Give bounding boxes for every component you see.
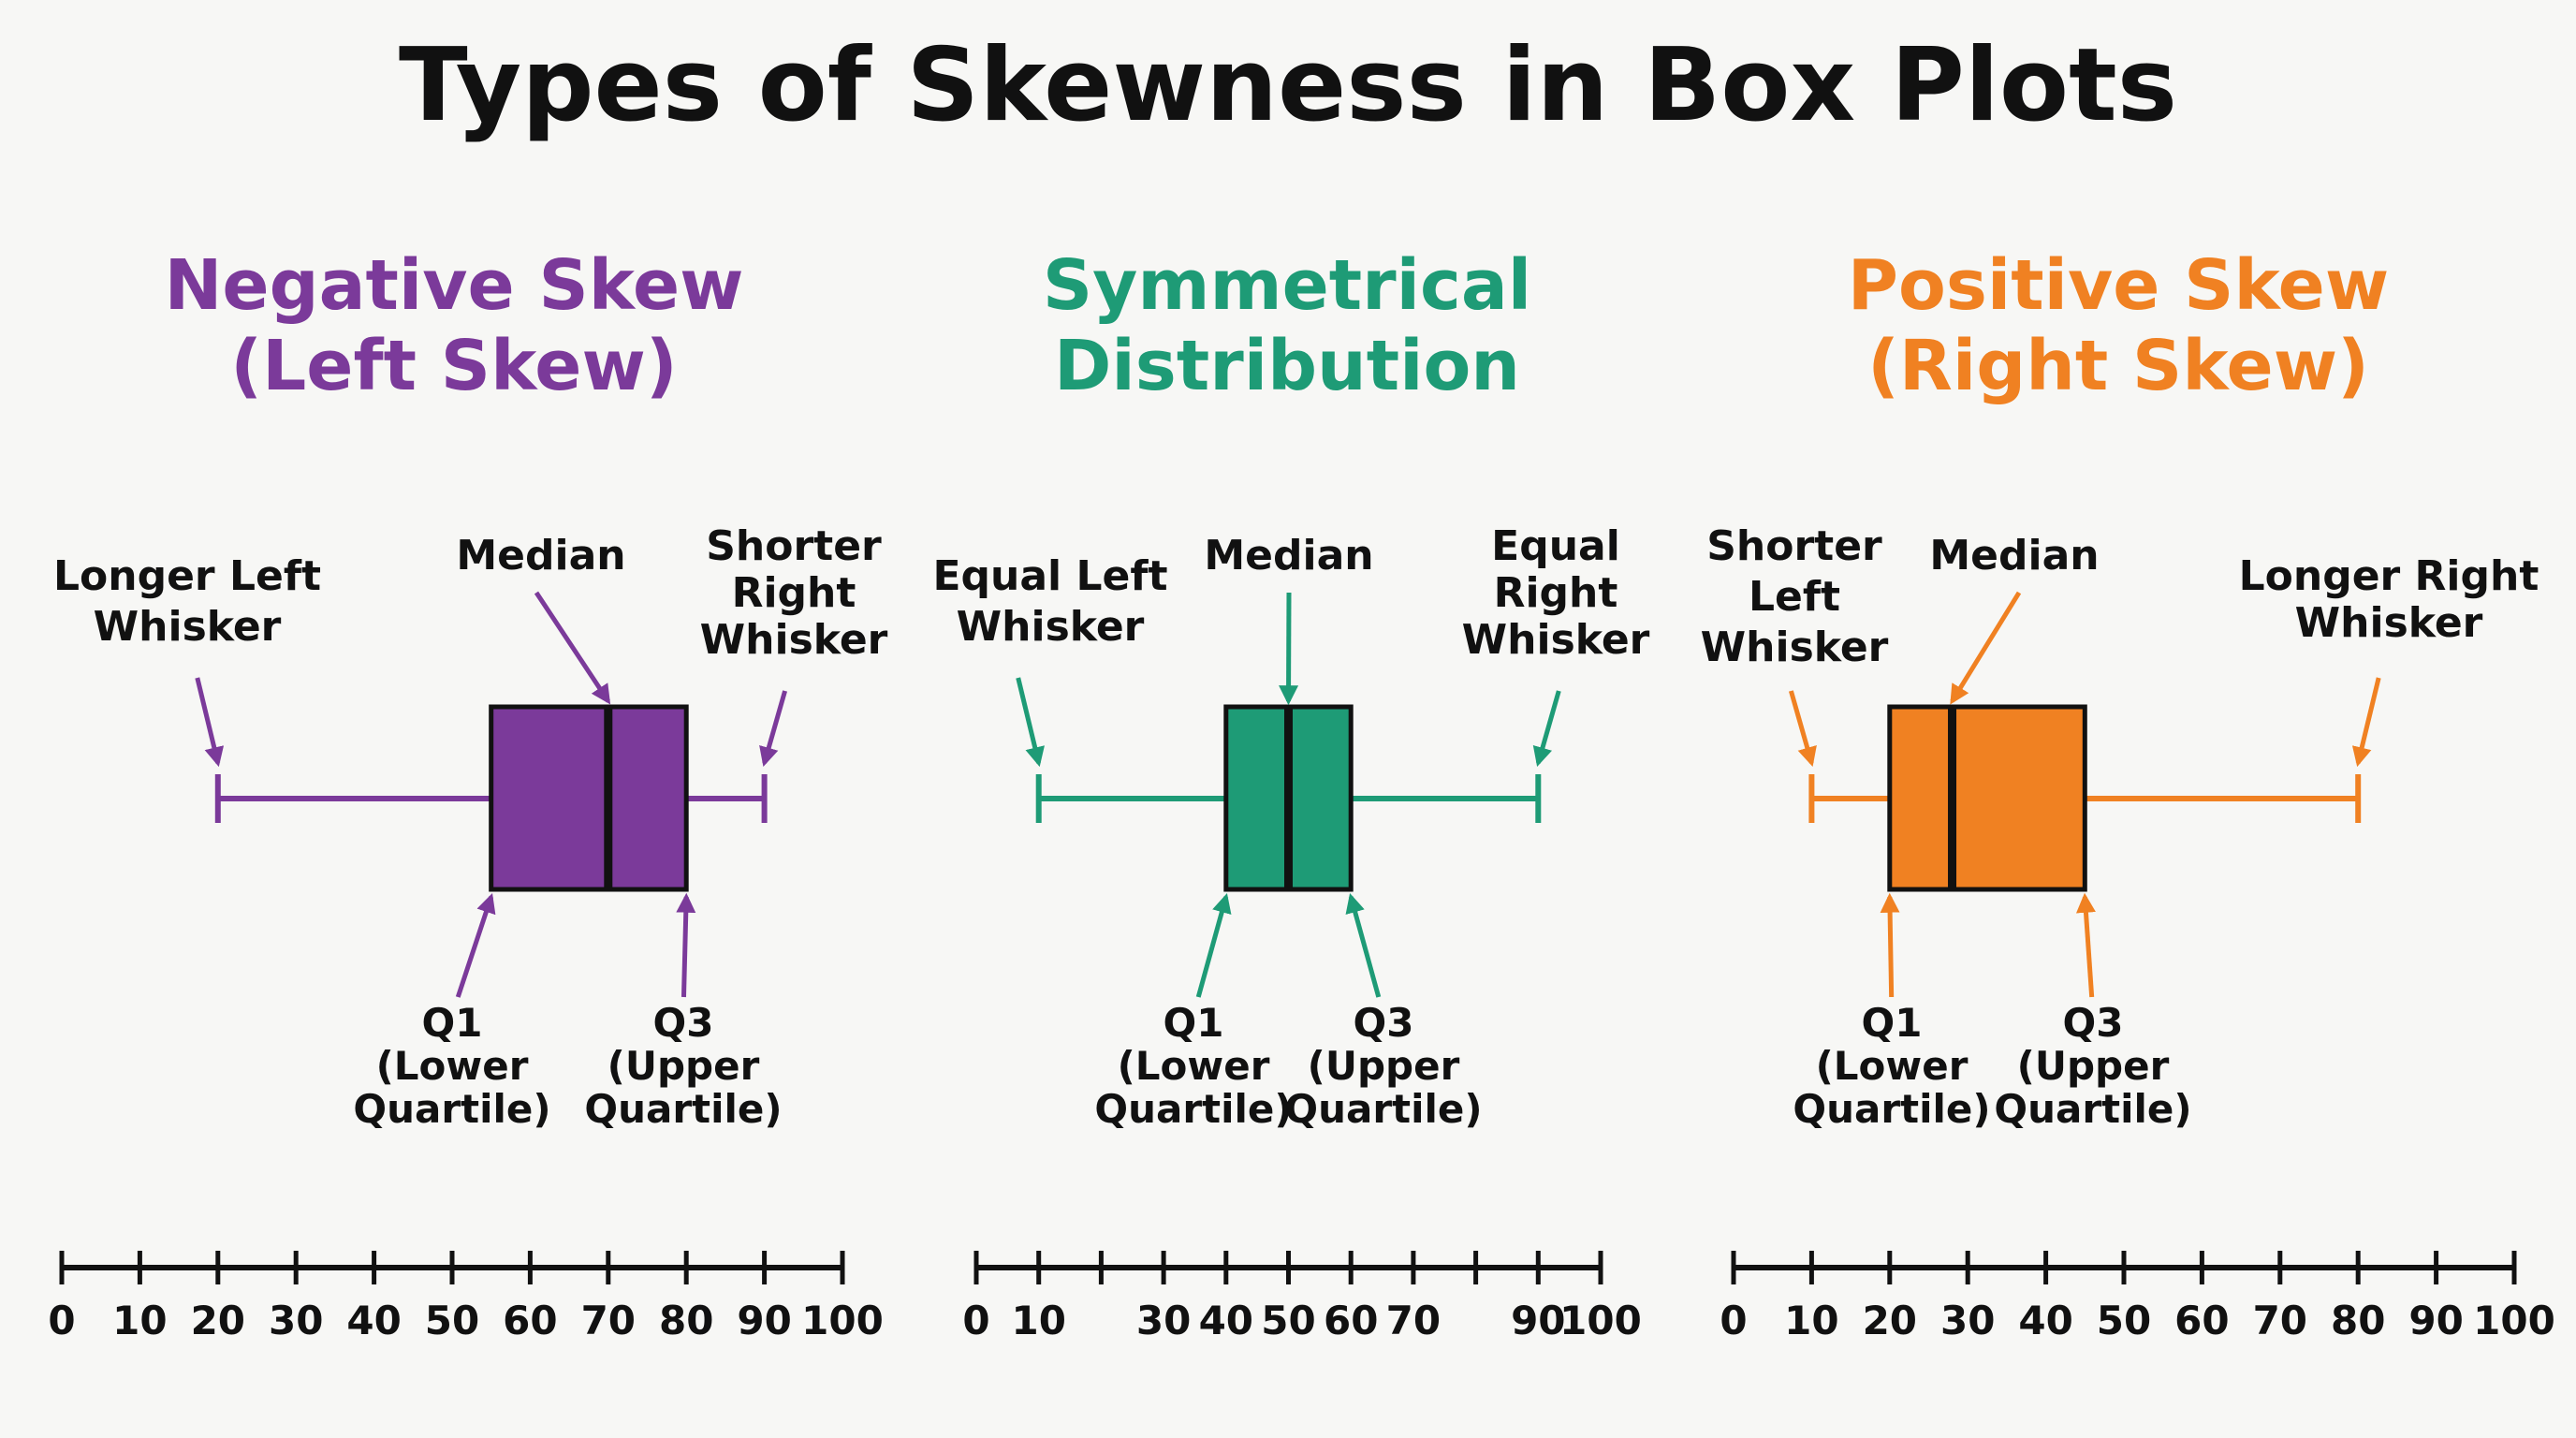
heading-line: (Left Skew) bbox=[230, 326, 677, 406]
axis-tick-label: 0 bbox=[962, 1298, 989, 1343]
axis-tick-label: 50 bbox=[1261, 1298, 1315, 1343]
right-whisker-arrow bbox=[759, 690, 788, 768]
axis-tick-label: 100 bbox=[801, 1298, 884, 1343]
median-arrow bbox=[534, 591, 611, 705]
axis-tick-label: 40 bbox=[2018, 1298, 2072, 1343]
axis-tick-label: 20 bbox=[1863, 1298, 1917, 1343]
axis-tick-label: 20 bbox=[191, 1298, 245, 1343]
axis-tick-label: 60 bbox=[2174, 1298, 2229, 1343]
panel-heading: Positive Skew(Right Skew) bbox=[1848, 245, 2390, 406]
median-label: Median bbox=[1929, 532, 2099, 580]
axis-tick-label: 70 bbox=[1386, 1298, 1441, 1343]
q3-arrow bbox=[2075, 892, 2096, 998]
q1-arrow bbox=[455, 893, 496, 998]
median-label: Median bbox=[1204, 532, 1373, 580]
heading-line: Positive Skew bbox=[1848, 245, 2390, 326]
axis-tick-label: 70 bbox=[581, 1298, 636, 1343]
right-whisker-arrow bbox=[2351, 677, 2381, 768]
left-whisker-arrow bbox=[1016, 677, 1045, 768]
median-arrow bbox=[1279, 592, 1299, 706]
axis-tick-label: 100 bbox=[1559, 1298, 1642, 1343]
left-whisker-arrow bbox=[195, 677, 225, 768]
axis-tick-label: 30 bbox=[269, 1298, 323, 1343]
q1-arrow bbox=[1880, 892, 1900, 998]
q3-arrow bbox=[676, 892, 696, 998]
heading-line: Distribution bbox=[1054, 326, 1520, 406]
axis-tick-label: 90 bbox=[2408, 1298, 2463, 1343]
axis-tick-label: 70 bbox=[2253, 1298, 2307, 1343]
axis-tick-label: 40 bbox=[1199, 1298, 1253, 1343]
right-whisker-arrow bbox=[1532, 690, 1561, 768]
heading-line: (Right Skew) bbox=[1867, 326, 2369, 406]
median-label: Median bbox=[456, 532, 625, 580]
q1-arrow bbox=[1195, 892, 1232, 998]
axis-tick-label: 100 bbox=[2473, 1298, 2555, 1343]
axis-tick-label: 50 bbox=[425, 1298, 479, 1343]
panel-heading: Negative Skew(Left Skew) bbox=[164, 245, 743, 406]
axis-tick-label: 60 bbox=[503, 1298, 557, 1343]
left-whisker-arrow bbox=[1788, 690, 1817, 768]
q3-arrow bbox=[1345, 892, 1382, 998]
axis-tick-label: 10 bbox=[1011, 1298, 1065, 1343]
axis-tick-label: 30 bbox=[1136, 1298, 1191, 1343]
axis-tick-label: 10 bbox=[1784, 1298, 1838, 1343]
axis-tick-label: 90 bbox=[1511, 1298, 1565, 1343]
page-title: Types of Skewness in Box Plots bbox=[399, 27, 2177, 144]
axis-tick-label: 80 bbox=[2331, 1298, 2385, 1343]
axis-tick-label: 0 bbox=[48, 1298, 75, 1343]
iqr-box bbox=[1887, 704, 2087, 892]
axis-tick-label: 0 bbox=[1720, 1298, 1747, 1343]
median-arrow bbox=[1950, 591, 2022, 705]
iqr-box bbox=[489, 704, 689, 892]
axis-tick-label: 50 bbox=[2097, 1298, 2151, 1343]
axis-tick-label: 40 bbox=[346, 1298, 401, 1343]
axis-tick-label: 30 bbox=[1940, 1298, 1995, 1343]
axis-tick-label: 10 bbox=[112, 1298, 167, 1343]
axis-tick-label: 80 bbox=[659, 1298, 713, 1343]
axis-tick-label: 90 bbox=[737, 1298, 791, 1343]
heading-line: Symmetrical bbox=[1043, 245, 1531, 326]
heading-line: Negative Skew bbox=[164, 245, 743, 326]
axis-tick-label: 60 bbox=[1324, 1298, 1378, 1343]
